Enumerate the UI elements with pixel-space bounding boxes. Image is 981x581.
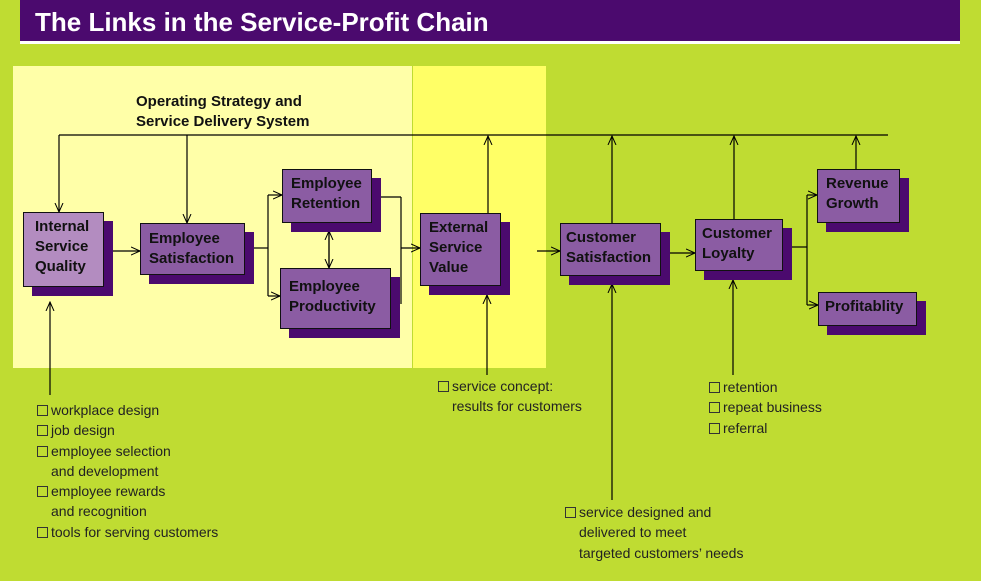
list-item-text: delivered to meet — [579, 524, 687, 541]
external-service-value-box: External Service Value — [420, 213, 501, 286]
list-item-text: targeted customers’ needs — [579, 544, 744, 561]
box-label: Service — [35, 238, 89, 255]
list-item: employee rewards and recognition — [37, 481, 218, 522]
list-item-text: and recognition — [51, 503, 147, 520]
box-label: Quality — [35, 258, 86, 275]
list-item-text: employee selection — [51, 442, 171, 459]
customer-loyalty-box: Customer Loyalty — [695, 219, 783, 271]
checkbox-icon — [37, 405, 48, 416]
external-value-list: service concept: results for customers — [438, 376, 582, 417]
box-label: Employee — [149, 230, 220, 247]
list-item-text: repeat business — [723, 399, 822, 416]
box-label: Customer — [566, 229, 637, 246]
list-item-text: employee rewards — [51, 483, 166, 500]
list-item: service designed and delivered to meet tar… — [565, 502, 743, 563]
list-item-text: and development — [51, 462, 159, 479]
box-label: Retention — [291, 195, 361, 212]
heading-line: Service Delivery System — [136, 113, 310, 130]
employee-retention-box: Employee Retention — [282, 169, 372, 223]
list-item: workplace design — [37, 400, 218, 420]
employee-satisfaction-box: Employee Satisfaction — [140, 223, 245, 275]
heading-line: Operating Strategy and — [136, 93, 302, 110]
checkbox-icon — [438, 381, 449, 392]
list-item-text: job design — [51, 422, 115, 439]
checkbox-icon — [37, 486, 48, 498]
diagram-title: The Links in the Service-Profit Chain — [20, 0, 960, 44]
list-item-text: retention — [723, 379, 778, 395]
internal-quality-factors-list: workplace design job design employee sel… — [37, 400, 218, 542]
box-label: Loyalty — [702, 245, 755, 262]
box-label: Productivity — [289, 298, 376, 315]
list-item: employee selection and development — [37, 441, 218, 482]
checkbox-icon — [37, 526, 48, 538]
checkbox-icon — [37, 425, 48, 437]
operating-strategy-heading: Operating Strategy and Service Delivery … — [136, 92, 309, 132]
box-label: Internal — [35, 218, 90, 235]
internal-service-quality-box: Internal Service Quality — [23, 212, 104, 287]
list-item: job design — [37, 420, 218, 440]
list-item-text: tools for serving customers — [51, 523, 219, 540]
revenue-growth-box: Revenue Growth — [817, 169, 900, 223]
list-item-text: results for customers — [452, 398, 582, 415]
customer-satisfaction-box: Customer Satisfaction — [560, 223, 661, 276]
list-item-text: referral — [723, 419, 768, 436]
checkbox-icon — [709, 402, 720, 414]
checkbox-icon — [709, 422, 720, 434]
list-item-text: service concept: — [452, 378, 554, 394]
box-label: Service — [429, 239, 483, 256]
list-item: retention — [709, 377, 822, 397]
box-label: Growth — [826, 195, 879, 212]
checkbox-icon — [565, 507, 576, 518]
customer-satisfaction-list: service designed and delivered to meet tar… — [565, 502, 743, 563]
box-label: Satisfaction — [566, 249, 652, 266]
box-label: Satisfaction — [149, 250, 235, 267]
box-label: Employee — [289, 278, 360, 295]
box-label: Value — [429, 259, 469, 276]
checkbox-icon — [709, 382, 720, 393]
list-item: service concept: results for customers — [438, 376, 582, 417]
list-item: repeat business — [709, 397, 822, 417]
list-item: referral — [709, 418, 822, 438]
profitability-box: Profitablity — [818, 292, 917, 326]
employee-productivity-box: Employee Productivity — [280, 268, 391, 329]
box-label: Revenue — [826, 175, 889, 192]
box-label: External — [429, 219, 489, 236]
list-item-text: service designed and — [579, 504, 712, 520]
list-item: tools for serving customers — [37, 522, 218, 542]
box-label: Employee — [291, 175, 362, 192]
box-label: Profitablity — [825, 298, 904, 315]
list-item-text: workplace design — [51, 402, 160, 418]
checkbox-icon — [37, 445, 48, 457]
customer-loyalty-list: retention repeat business referral — [709, 377, 822, 438]
box-label: Customer — [702, 225, 773, 242]
